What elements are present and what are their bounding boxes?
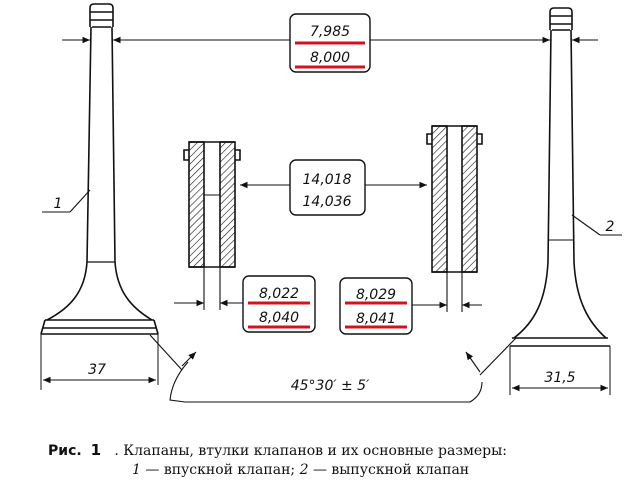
head-left-dim: 37: [88, 362, 106, 378]
exhaust-valve: [509, 7, 611, 395]
exhaust-valve-guide: [426, 125, 483, 273]
guide-left-top: 8,022: [259, 286, 299, 302]
guide-left-bottom: 8,040: [259, 310, 299, 326]
guide-left-dimension: [174, 267, 316, 333]
figure-caption-line2: 1 — впускной клапан; 2 — выпускной клапа…: [132, 462, 625, 478]
callout-exhaust: 2: [606, 219, 615, 235]
guide-right-dimension: [339, 272, 482, 335]
caption-item1-text: — впускной клапан;: [145, 462, 296, 478]
guide-right-top: 8,029: [356, 287, 396, 303]
figure-caption-line1: Рис. 1 . Клапаны, втулки клапанов и их о…: [48, 441, 625, 459]
intake-valve-guide: [183, 141, 241, 268]
stem-dim-bottom: 8,000: [310, 50, 350, 66]
valve-diagram: 7,985 8,000 14,018 14,036 8,022 8,040 8,…: [40, 3, 622, 403]
guide-outer-bottom: 14,036: [303, 194, 352, 210]
guide-outer-top: 14,018: [303, 172, 352, 188]
seat-angle-dimension: [149, 334, 517, 403]
callout-intake: 1: [54, 196, 63, 212]
caption-item2-num: 2: [299, 462, 309, 478]
caption-item1-num: 1: [132, 462, 141, 478]
seat-angle-text: 45°30′ ± 5′: [291, 378, 370, 394]
caption-item2-text: — выпускной клапан: [312, 462, 470, 478]
intake-valve: [40, 3, 159, 390]
stem-dim-top: 7,985: [310, 24, 350, 40]
caption-prefix: Рис.: [48, 443, 82, 459]
stem-dimension: [62, 13, 598, 73]
guide-outer-dimension: [240, 159, 427, 216]
guide-right-bottom: 8,041: [356, 311, 396, 327]
head-right-dim: 31,5: [544, 370, 575, 386]
caption-title: . Клапаны, втулки клапанов и их основные…: [114, 443, 507, 459]
head-dimensions: [43, 376, 608, 392]
callout-lines: [42, 189, 622, 236]
caption-number: 1: [90, 441, 102, 459]
